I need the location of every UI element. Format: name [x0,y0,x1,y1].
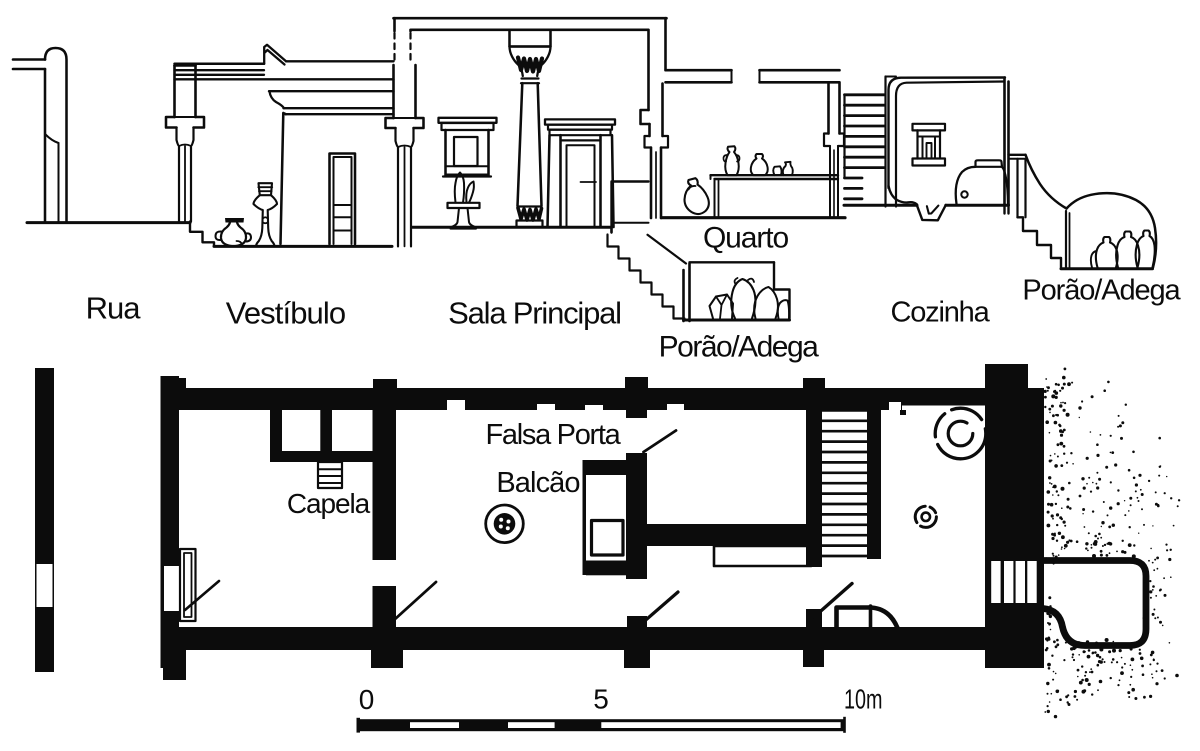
svg-text:Porão/Adega: Porão/Adega [1022,275,1181,307]
svg-text:Porão/Adega: Porão/Adega [659,331,819,364]
svg-text:Cozinha: Cozinha [891,297,991,329]
svg-text:5: 5 [593,684,609,715]
svg-text:Capela: Capela [287,488,371,519]
svg-text:Vestíbulo: Vestíbulo [226,296,345,331]
svg-text:Quarto: Quarto [703,222,789,255]
svg-text:Sala Principal: Sala Principal [448,296,621,331]
svg-text:Balcão: Balcão [496,467,579,499]
svg-text:Falsa Porta: Falsa Porta [486,419,622,451]
svg-text:10m: 10m [844,684,883,715]
svg-text:0: 0 [359,684,375,715]
svg-text:Rua: Rua [86,291,142,326]
